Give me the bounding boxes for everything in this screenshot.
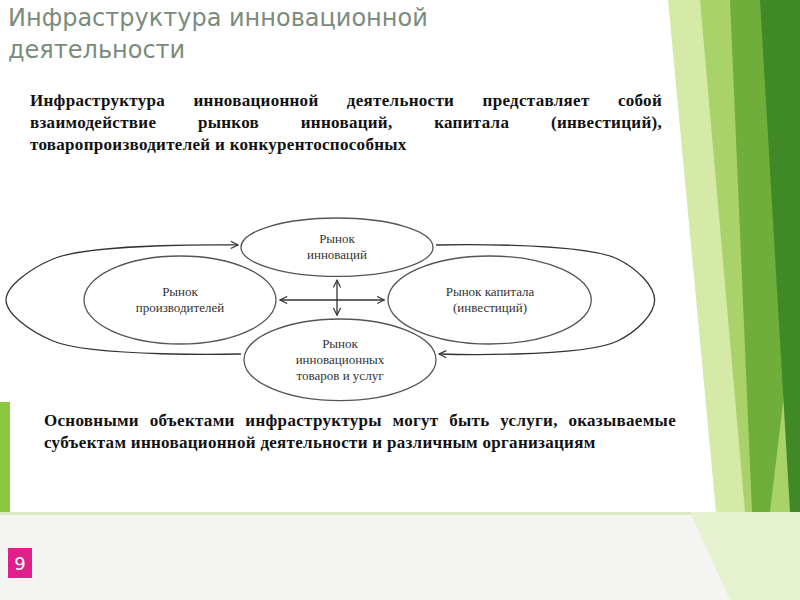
green-band [760,0,800,512]
footer-ground [0,512,800,600]
market-ellipse: Рынок производителей [83,255,277,345]
slide-title: Инфраструктура инновационной деятельност… [8,2,568,66]
node-label: Рынок капитала (инвестиций) [428,284,553,316]
flow-arrow [336,280,337,315]
intro-paragraph: Инфраструктура инновационной деятельност… [30,90,662,156]
green-band [690,512,800,600]
node-label: Рынок инновационных товаров и услуг [283,336,398,384]
green-band [668,0,800,512]
diagram-ground [0,210,650,402]
flow-arrow [280,299,384,300]
market-ellipse: Рынок капитала (инвестиций) [387,255,592,345]
node-label: Рынок производителей [125,284,235,316]
market-ellipse: Рынок инноваций [240,217,434,277]
green-band [700,0,800,512]
page-number: 9 [8,548,32,578]
market-ellipse: Рынок инновационных товаров и услуг [243,318,437,402]
slide-ground [0,0,800,512]
footer-line [0,512,800,515]
green-band [730,0,800,512]
objects-paragraph: Основными объектами инфраструктуры могут… [44,410,676,454]
node-label: Рынок инноваций [297,231,377,263]
